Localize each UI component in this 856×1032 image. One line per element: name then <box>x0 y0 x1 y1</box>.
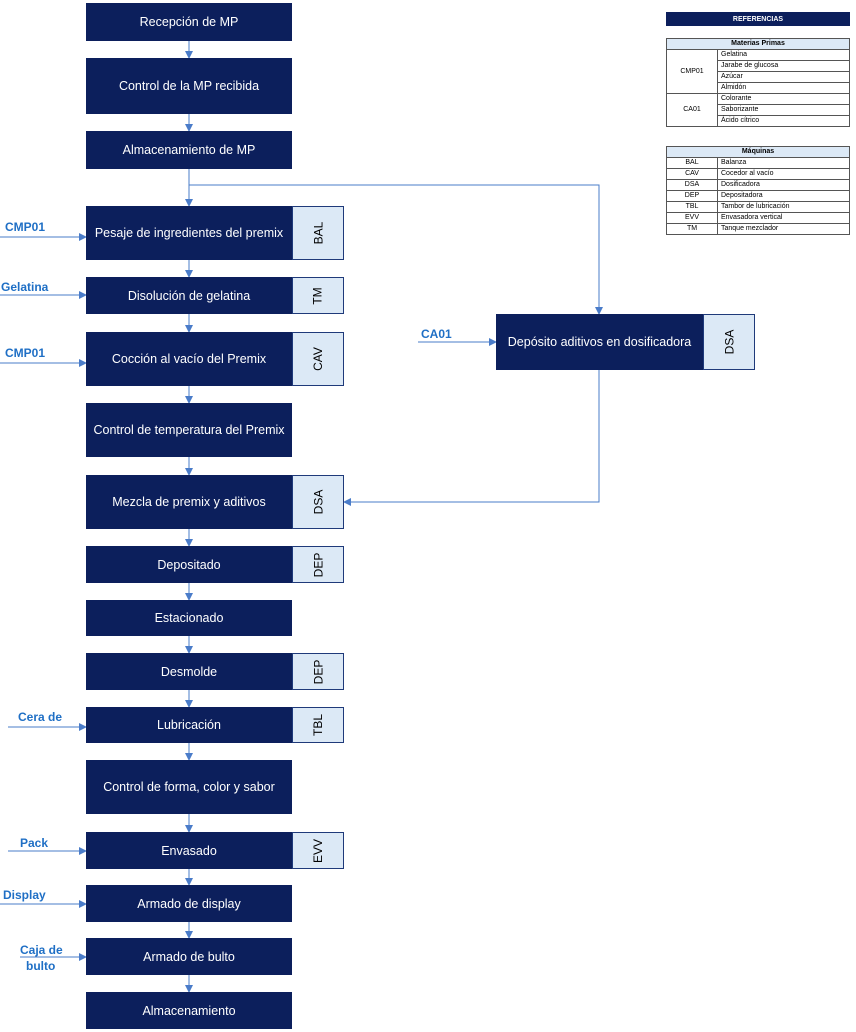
maquina-name: Dosificadora <box>717 179 850 191</box>
machine-code: DEP <box>311 659 325 684</box>
machine-tag: DSA <box>703 314 755 370</box>
step-control-temperatura: Control de temperatura del Premix <box>86 403 292 457</box>
step-depositado: Depositado <box>86 546 292 583</box>
input-label-display: Display <box>3 888 46 902</box>
machine-tag: DSA <box>292 475 344 529</box>
machine-code: DSA <box>311 489 325 515</box>
maquina-name: Tanque mezclador <box>717 223 850 235</box>
step-label: Almacenamiento de MP <box>122 143 256 157</box>
step-label: Control de la MP recibida <box>118 79 260 93</box>
step-desmolde: Desmolde <box>86 653 292 690</box>
step-label: Envasado <box>161 843 217 858</box>
step-coccion: Cocción al vacío del Premix <box>86 332 292 386</box>
machine-tag: DEP <box>292 546 344 583</box>
maquina-code: DSA <box>666 179 718 191</box>
machine-code: BAL <box>311 221 325 245</box>
step-label: Disolución de gelatina <box>127 288 251 303</box>
maquina-name: Cocedor al vacío <box>717 168 850 180</box>
machine-tag: TBL <box>292 707 344 743</box>
materia-item: Saborizante <box>717 104 850 116</box>
machine-tag: EVV <box>292 832 344 869</box>
maquina-name: Depositadora <box>717 190 850 202</box>
maquina-code: BAL <box>666 157 718 169</box>
materia-item: Almidón <box>717 82 850 94</box>
step-lubricacion: Lubricación <box>86 707 292 743</box>
machine-code: TM <box>310 286 325 305</box>
step-armado-display: Armado de display <box>86 885 292 922</box>
step-label: Pesaje de ingredientes del premix <box>94 226 284 240</box>
machine-code: CAV <box>310 347 325 371</box>
input-label-ca01: CA01 <box>421 327 452 341</box>
step-label: Armado de bulto <box>143 949 235 964</box>
materia-code: CMP01 <box>666 49 718 94</box>
machine-tag: TM <box>292 277 344 314</box>
maquina-name: Tambor de lubricación <box>717 201 850 213</box>
maquina-name: Balanza <box>717 157 850 169</box>
step-disolucion: Disolución de gelatina <box>86 277 292 314</box>
materia-code: CA01 <box>666 93 718 127</box>
maquina-code: DEP <box>666 190 718 202</box>
step-label: Desmolde <box>160 664 218 679</box>
step-label: Almacenamiento <box>142 1003 236 1018</box>
machine-tag: BAL <box>292 206 344 260</box>
machine-code: DEP <box>311 552 325 577</box>
step-almacenamiento-mp: Almacenamiento de MP <box>86 131 292 169</box>
step-control-forma: Control de forma, color y sabor <box>86 760 292 814</box>
input-label-cmp01: CMP01 <box>5 220 46 234</box>
materia-item: Colorante <box>717 93 850 105</box>
materias-title: Materias Primas <box>666 38 850 50</box>
maquina-code: CAV <box>666 168 718 180</box>
step-armado-bulto: Armado de bulto <box>86 938 292 975</box>
step-label: Estacionado <box>154 611 224 625</box>
references-title: REFERENCIAS <box>666 12 850 26</box>
input-label-gelatina: Gelatina <box>1 280 49 294</box>
maquina-code: TBL <box>666 201 718 213</box>
step-almacenamiento: Almacenamiento <box>86 992 292 1029</box>
step-envasado: Envasado <box>86 832 292 869</box>
step-label: Depósito aditivos en dosificadora <box>507 335 692 349</box>
input-label-cera: Cera de <box>18 710 63 724</box>
step-mezcla: Mezcla de premix y aditivos <box>86 475 292 529</box>
step-label: Control de temperatura del Premix <box>93 423 285 437</box>
materia-item: Gelatina <box>717 49 850 61</box>
materia-item: Azúcar <box>717 71 850 83</box>
step-pesaje: Pesaje de ingredientes del premix <box>86 206 292 260</box>
step-recepcion-mp: Recepción de MP <box>86 3 292 41</box>
maquinas-title: Máquinas <box>666 146 850 158</box>
machine-tag: DEP <box>292 653 344 690</box>
step-label: Lubricación <box>157 718 221 732</box>
step-estacionado: Estacionado <box>86 600 292 636</box>
input-label-pack: Pack <box>20 836 49 850</box>
step-label: Recepción de MP <box>139 15 239 29</box>
step-control-mp: Control de la MP recibida <box>86 58 292 114</box>
maquina-name: Envasadora vertical <box>717 212 850 224</box>
machine-code: EVV <box>310 838 325 863</box>
step-label: Cocción al vacío del Premix <box>111 352 267 366</box>
step-label: Armado de display <box>137 896 241 911</box>
input-label-bulto: bulto <box>26 959 56 973</box>
machine-code: TBL <box>310 713 325 737</box>
maquina-code: TM <box>666 223 718 235</box>
machine-tag: CAV <box>292 332 344 386</box>
materia-item: Ácido cítrico <box>717 115 850 127</box>
step-label: Control de forma, color y sabor <box>103 780 275 794</box>
input-label-cmp01: CMP01 <box>5 346 46 360</box>
machine-code: DSA <box>722 329 736 355</box>
input-label-caja: Caja de <box>20 943 63 957</box>
step-label: Depositado <box>157 557 221 572</box>
materia-item: Jarabe de glucosa <box>717 60 850 72</box>
maquina-code: EVV <box>666 212 718 224</box>
step-label: Mezcla de premix y aditivos <box>112 495 266 509</box>
step-deposito-aditivos: Depósito aditivos en dosificadora <box>496 314 703 370</box>
